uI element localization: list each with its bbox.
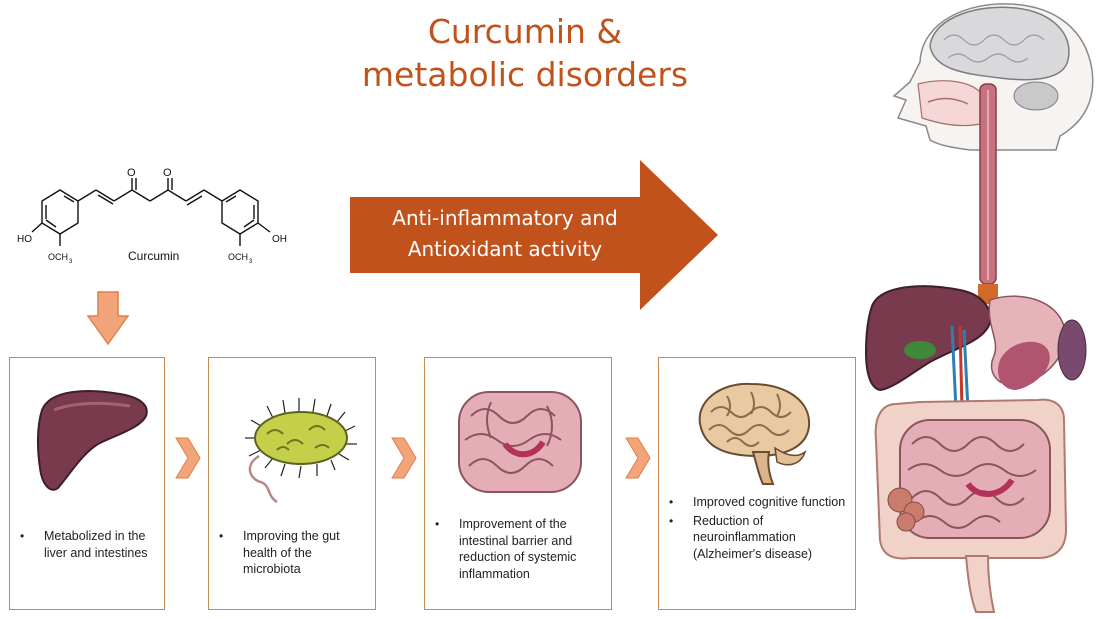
box-3-bullets: Improvement of the intestinal barrier an… — [433, 516, 605, 584]
diagram-title: Curcumin & metabolic disorders — [330, 10, 720, 96]
step-box-brain: Improved cognitive function Reduction of… — [658, 357, 856, 610]
digestive-system-illustration — [864, 3, 1094, 613]
liver-shape — [864, 285, 992, 392]
list-item: Improvement of the intestinal barrier an… — [433, 516, 605, 582]
activity-label-line-2: Antioxidant activity — [407, 237, 603, 261]
ketone-left-label: O — [127, 167, 136, 179]
box-4-bullets: Improved cognitive function Reduction of… — [667, 494, 851, 564]
activity-arrow — [350, 160, 718, 310]
list-item: Metabolized in the liver and intestines — [18, 528, 158, 561]
list-item: Reduction of neuroinflammation (Alzheime… — [667, 513, 851, 563]
ketone-right-label: O — [163, 167, 172, 179]
step-box-intestine: Improvement of the intestinal barrier an… — [424, 357, 612, 610]
step-box-liver: Metabolized in the liver and intestines — [9, 357, 165, 610]
liver-icon — [36, 390, 148, 491]
intestine-icon — [458, 391, 582, 493]
methoxy-right-subscript: 3 — [249, 259, 253, 265]
chevron-right-icon — [391, 437, 417, 479]
title-line-2: metabolic disorders — [361, 55, 689, 94]
methoxy-left-subscript: 3 — [69, 259, 73, 265]
rectum — [964, 555, 996, 613]
list-item: Improving the gut health of the microbio… — [217, 528, 367, 578]
step-box-microbiota: Improving the gut health of the microbio… — [208, 357, 376, 610]
chevron-right-icon — [625, 437, 651, 479]
down-arrow — [86, 291, 130, 346]
chevron-right-icon — [175, 437, 201, 479]
box-2-bullets: Improving the gut health of the microbio… — [217, 528, 367, 580]
curcumin-label: Curcumin — [128, 249, 179, 263]
methoxy-left-label: OCH — [48, 252, 68, 262]
curcumin-structure: O O HO OH OCH 3 OCH 3 Curcumin — [17, 167, 287, 265]
cerebellum — [1013, 81, 1059, 111]
small-intestine — [899, 419, 1051, 539]
brain-icon — [698, 382, 811, 485]
hydroxyl-right-label: OH — [272, 234, 287, 245]
bacterium-icon — [245, 398, 357, 504]
hydroxyl-left-label: HO — [17, 234, 32, 245]
brain-shape — [929, 6, 1070, 81]
activity-arrow-label: Anti-inflammatory and Antioxidant activi… — [355, 203, 655, 265]
activity-label-line-1: Anti-inflammatory and — [392, 206, 618, 230]
methoxy-right-label: OCH — [228, 252, 248, 262]
title-line-1: Curcumin & — [427, 12, 623, 51]
list-item: Improved cognitive function — [667, 494, 851, 511]
box-1-bullets: Metabolized in the liver and intestines — [18, 528, 158, 563]
